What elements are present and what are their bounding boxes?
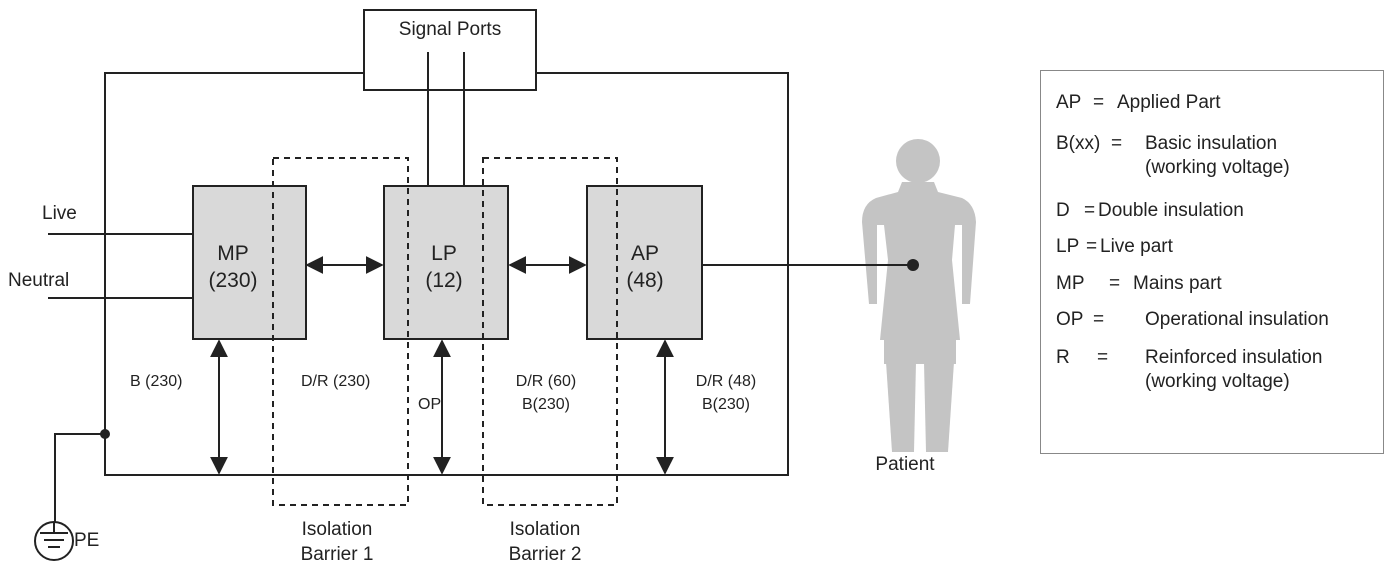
insulation-label-dr230: D/R (230) [301,373,371,390]
legend-term: LP [1056,236,1080,257]
barrier-2-label-line1: Isolation [509,519,581,540]
isolation-barrier-2 [482,157,618,506]
legend-def: Double insulation [1098,200,1244,221]
legend-box: AP = Applied Part B(xx) = Basic insulati… [1040,70,1384,454]
earth-junction-dot [100,429,110,439]
legend-sep: = [1093,92,1105,113]
live-label: Live [42,203,77,224]
ap-block-value: (48) [626,269,664,292]
lp-block [383,185,509,340]
lp-block-name: LP [431,242,457,265]
legend-def-line2: (working voltage) [1145,157,1290,178]
legend-term: OP [1056,309,1084,330]
lp-block-value: (12) [425,269,463,292]
legend-sep: = [1109,273,1121,294]
legend-def-line2: (working voltage) [1145,371,1290,392]
earth-line [54,433,105,523]
legend-sep: = [1097,347,1109,368]
legend-sep: = [1086,236,1098,257]
signal-ports-box [363,9,537,91]
legend-term: AP [1056,92,1082,113]
pe-label: PE [74,530,100,551]
legend-term: B(xx) [1056,133,1101,154]
barrier-2-label-line2: Barrier 2 [508,544,582,565]
mp-block-value: (230) [208,269,258,292]
mp-block [192,185,307,340]
ap-block-name: AP [630,242,660,265]
legend-def: Applied Part [1117,92,1221,113]
legend-term: MP [1056,273,1085,294]
legend-sep: = [1111,133,1123,154]
legend-def: Live part [1100,236,1173,257]
ap-block [586,185,703,340]
insulation-label-dr48: D/R (48) [695,373,757,390]
insulation-label-b230: B (230) [130,373,183,390]
signal-ports-label: Signal Ports [398,19,502,40]
patient-connection-dot [907,259,919,271]
barrier-1-label-line2: Barrier 1 [300,544,374,565]
legend-sep: = [1084,200,1096,221]
patient-icon [862,139,976,452]
legend-sep: = [1093,309,1105,330]
insulation-label-dr60: D/R (60) [515,373,577,390]
legend-def: Mains part [1133,273,1222,294]
insulation-label-op: OP [418,396,442,413]
earth-icon [34,521,74,561]
legend-term: D [1056,200,1070,221]
legend-def: Reinforced insulation [1145,347,1323,368]
patient-label: Patient [875,454,935,475]
mp-block-name: MP [217,242,249,265]
legend-term: R [1056,347,1070,368]
insulation-label-dr48-b: B(230) [701,396,751,413]
barrier-1-label-line1: Isolation [301,519,373,540]
neutral-label: Neutral [8,270,70,291]
isolation-barrier-1 [272,157,409,506]
legend-def: Operational insulation [1145,309,1329,330]
legend-def: Basic insulation [1145,133,1278,154]
insulation-label-dr60-b: B(230) [521,396,571,413]
